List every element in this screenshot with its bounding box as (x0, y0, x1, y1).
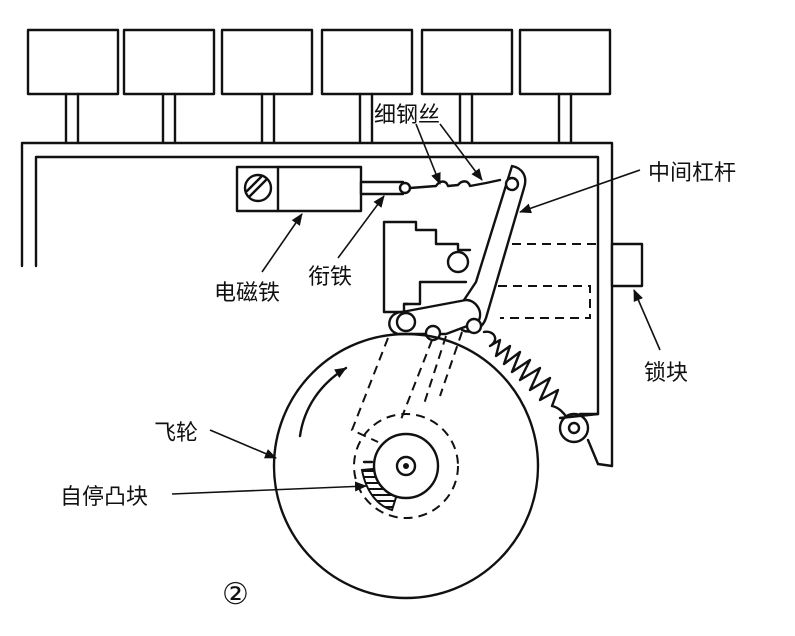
label-self-stop-cam: 自停凸块 (60, 485, 148, 510)
key-6 (518, 28, 612, 96)
flywheel-leader-arrow-icon (209, 429, 277, 459)
key-2 (122, 28, 216, 96)
lock-slider-dashed (498, 243, 598, 319)
fine-wire (408, 178, 502, 190)
key-1 (26, 28, 120, 96)
rotation-arrow-icon (298, 366, 348, 438)
key-3 (220, 28, 314, 96)
label-lock-block: 锁块 (644, 361, 688, 386)
key-stems (64, 92, 573, 145)
flywheel (272, 332, 540, 600)
label-middle-lever: 中间杠杆 (648, 161, 736, 186)
lock-leader-arrow-icon (633, 289, 661, 351)
key-5 (420, 28, 514, 96)
key-4 (320, 28, 414, 96)
spring (482, 330, 600, 466)
label-flywheel: 飞轮 (154, 421, 198, 446)
cam-leader-arrow-icon (171, 481, 367, 495)
bracket-block (382, 220, 472, 314)
electromagnet (235, 165, 412, 213)
label-armature: 衔铁 (308, 265, 352, 290)
armature-leader-arrow-icon (337, 195, 385, 259)
lock-block (610, 242, 644, 288)
lever-leader-arrow-icon (519, 169, 641, 214)
dashed-cam-arm (350, 331, 463, 519)
leader-lines (171, 123, 661, 495)
electromagnet-leader-arrow-icon (261, 213, 303, 273)
top-keys (26, 28, 612, 145)
flywheel-hub (372, 432, 440, 500)
fine-wire-leader-arrow-icon (415, 123, 441, 185)
armature (359, 180, 405, 196)
label-electromagnet: 电磁铁 (214, 281, 280, 306)
label-fine-wire: 细钢丝 (374, 103, 440, 128)
figure-number: ② (222, 577, 249, 612)
